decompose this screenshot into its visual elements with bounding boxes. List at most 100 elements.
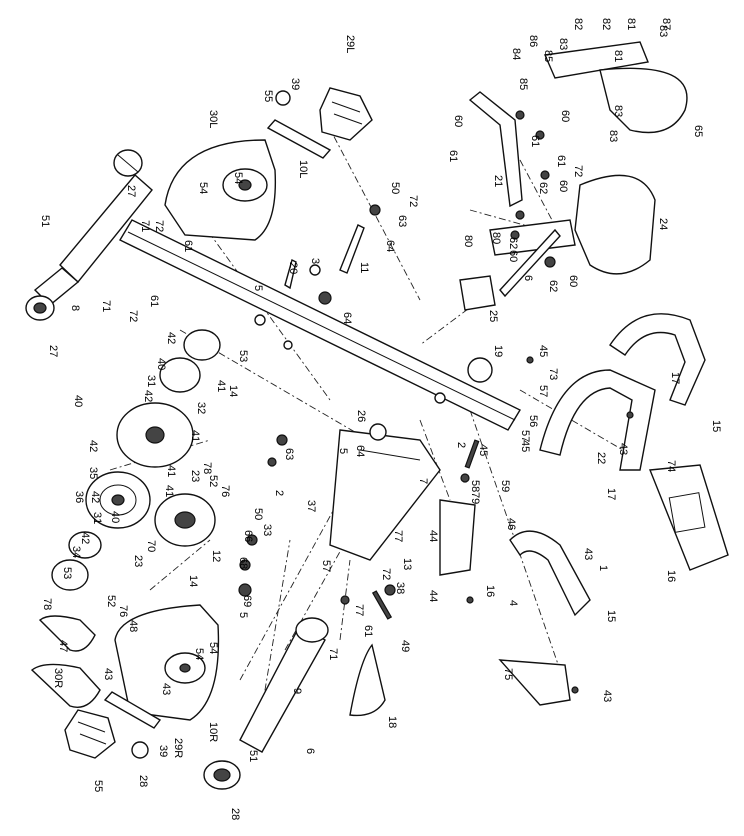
part-label: 21: [492, 175, 504, 187]
part-label: 85: [542, 50, 554, 62]
part-label: 3: [309, 258, 321, 264]
part-label: 61: [529, 135, 541, 147]
part-label: 15: [710, 420, 722, 432]
part-label: 40: [72, 395, 84, 407]
part-label: 41: [163, 485, 175, 497]
part-label: 69: [241, 595, 253, 607]
drive-belts: [30, 615, 101, 708]
part-label: 30R: [52, 668, 64, 688]
part-label: 60: [559, 110, 571, 122]
pedals: [64, 87, 373, 759]
part-label: 49: [399, 640, 411, 652]
part-label: 64: [384, 240, 396, 252]
handlebars: [509, 313, 706, 617]
part-label: 44: [427, 530, 439, 542]
rod-parts: [284, 224, 561, 441]
part-label: 77: [392, 530, 404, 542]
part-label: 33: [261, 524, 273, 536]
part-label: 28: [229, 808, 241, 820]
part-label: 54: [197, 182, 209, 194]
part-label: 31: [91, 512, 103, 524]
part-label: 27: [125, 185, 137, 197]
part-label: 1: [597, 565, 609, 571]
part-label: 4: [507, 600, 519, 606]
part-label: 55: [92, 780, 104, 792]
part-label: 50: [389, 182, 401, 194]
part-label: 58: [469, 480, 481, 492]
part-label: 71: [139, 220, 151, 232]
part-label: 78: [41, 598, 53, 610]
part-label: 61: [555, 155, 567, 167]
part-label: 72: [407, 195, 419, 207]
part-label: 52: [105, 595, 117, 607]
part-label: 12: [210, 550, 222, 562]
part-label: 71: [327, 648, 339, 660]
part-label: 6: [304, 748, 316, 754]
part-label: 40: [155, 358, 167, 370]
part-label: 81: [612, 50, 624, 62]
part-label: 29L: [344, 35, 356, 53]
part-label: 6: [522, 275, 534, 281]
part-label: 83: [557, 38, 569, 50]
part-label: 80: [462, 235, 474, 247]
part-label: 73: [547, 368, 559, 380]
part-label: 80: [490, 232, 502, 244]
part-label: 37: [305, 500, 317, 512]
part-label: 41: [189, 430, 201, 442]
part-label: 45: [519, 440, 531, 452]
part-label: 82: [600, 18, 612, 30]
part-label: 64: [341, 312, 353, 324]
part-label: 65: [692, 125, 704, 137]
front-stabilizer-tube: [25, 149, 153, 321]
part-label: 51: [247, 750, 259, 762]
hardware-bits: [238, 110, 634, 694]
part-label: 61: [148, 295, 160, 307]
part-label: 43: [102, 668, 114, 680]
console: [439, 464, 729, 576]
guards: [349, 643, 571, 717]
part-label: 23: [132, 555, 144, 567]
part-label: 10R: [207, 722, 219, 742]
part-label: 78: [201, 462, 213, 474]
part-label: 83: [607, 130, 619, 142]
part-label: 51: [39, 215, 51, 227]
part-label: 60: [557, 180, 569, 192]
part-label: 57: [537, 385, 549, 397]
part-label: 81: [625, 18, 637, 30]
part-label: 43: [160, 683, 172, 695]
part-label: 64: [354, 445, 366, 457]
part-label: 32: [195, 402, 207, 414]
part-label: 83: [612, 105, 624, 117]
part-label: 5: [252, 285, 264, 291]
part-label: 35: [87, 467, 99, 479]
part-label: 70: [145, 540, 157, 552]
part-label: 31: [145, 375, 157, 387]
rear-stabilizer-tube: [203, 617, 329, 790]
part-label: 57: [320, 560, 332, 572]
part-label: 59: [499, 480, 511, 492]
part-label: 86: [527, 35, 539, 47]
part-label: 5: [237, 612, 249, 618]
part-label: 43: [617, 443, 629, 455]
part-label: 60: [567, 275, 579, 287]
part-label: 16: [665, 570, 677, 582]
part-label: 10L: [297, 160, 309, 178]
part-label: 11: [358, 262, 370, 273]
part-label: 8: [69, 305, 81, 311]
part-label: 84: [510, 48, 522, 60]
part-label: 36: [73, 491, 85, 503]
part-label: 15: [605, 610, 617, 622]
part-label: 39: [157, 745, 169, 757]
part-label: 63: [396, 215, 408, 227]
part-label: 53: [61, 567, 73, 579]
part-label: 42: [142, 390, 154, 402]
part-label: 18: [386, 716, 398, 728]
part-label: 54: [193, 648, 205, 660]
part-label: 53: [237, 350, 249, 362]
part-label: 16: [484, 585, 496, 597]
part-label: 62: [507, 237, 519, 249]
main-frame-tube: [119, 219, 521, 561]
part-label: 75: [502, 668, 514, 680]
